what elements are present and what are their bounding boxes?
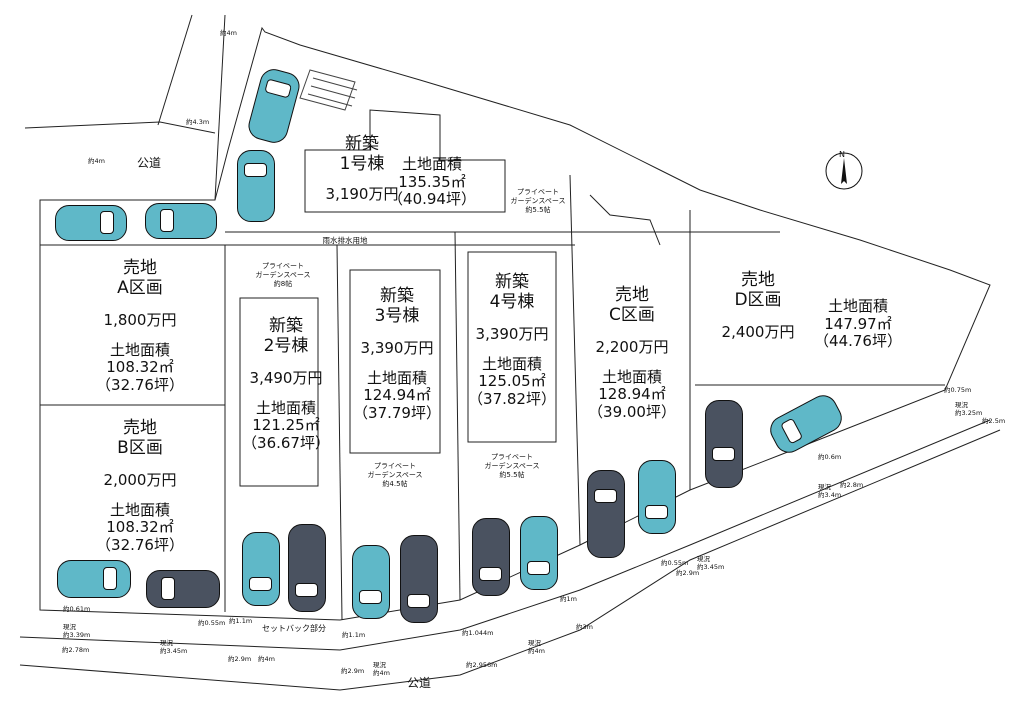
dim-label: 約4m: [88, 157, 105, 165]
dim-label: 約0.55m: [198, 619, 226, 627]
dim-label: 約1m: [560, 595, 577, 603]
dim-label: 約4.3m: [186, 118, 210, 126]
dim-label: 約0.55m: [661, 559, 689, 567]
car-a-1: [55, 205, 127, 241]
dim-label: 約1.1m: [342, 631, 366, 639]
dim-label: 約4m: [220, 29, 237, 37]
car-2-2: [288, 524, 326, 612]
road-top-label: 公道: [137, 156, 162, 170]
dim-label: 約2.956m: [466, 661, 498, 669]
rainwater-note: 雨水排水用地: [322, 236, 368, 245]
car-c-1: [587, 470, 625, 558]
garden-note-1: プライベートガーデンスペース約5.5帖: [510, 188, 566, 214]
dim-label: 約0.75m: [944, 386, 972, 394]
car-d-1: [705, 400, 743, 488]
dim-label: 約2.8m: [840, 481, 864, 489]
compass-label: N: [839, 150, 845, 159]
road-bottom-label: 公道: [407, 676, 432, 690]
car-b-1: [57, 560, 131, 598]
dim-label: 現況 約4m: [373, 661, 390, 677]
car-c-2: [638, 460, 676, 534]
dim-label: 約1.1m: [229, 617, 253, 625]
dim-label: 約2.78m: [62, 646, 90, 654]
north-compass-icon: N: [823, 148, 865, 190]
setback-note: セットバック部分: [262, 624, 326, 633]
car-a-2: [145, 203, 217, 239]
dim-label: 現況 約3.39m: [63, 623, 91, 639]
dim-label: 約3m: [576, 623, 593, 631]
car-2-1: [242, 532, 280, 606]
car-4-1: [472, 518, 510, 596]
road-left-edge: [157, 14, 193, 126]
garden-note-2: プライベートガーデンスペース約8帖: [255, 262, 311, 288]
dim-label: 約2.5m: [982, 417, 1006, 425]
dim-label: 現況 約4m: [528, 639, 545, 655]
car-top-2: [237, 150, 275, 222]
car-4-2: [520, 516, 558, 590]
dim-label: 約0.6m: [818, 453, 842, 461]
dim-label: 約2.9m: [228, 655, 252, 663]
dim-label: 約4m: [258, 655, 275, 663]
car-b-2: [146, 570, 220, 608]
road-top-edge: [24, 121, 216, 134]
dim-label: 約2.9m: [676, 569, 700, 577]
dim-label: 約1.044m: [462, 629, 494, 637]
dim-label: 現況 約3.4m: [818, 483, 842, 499]
garden-note-3: プライベートガーデンスペース約4.5帖: [367, 462, 423, 488]
car-3-1: [352, 545, 390, 619]
dim-label: 現況 約3.45m: [160, 639, 188, 655]
dim-label: 約0.61m: [63, 605, 91, 613]
dim-label: 現況 約3.45m: [697, 555, 725, 571]
car-3-2: [400, 535, 438, 623]
garden-note-4: プライベートガーデンスペース約5.5帖: [484, 453, 540, 479]
dim-label: 約2.9m: [341, 667, 365, 675]
dim-label: 現況 約3.25m: [955, 401, 983, 417]
